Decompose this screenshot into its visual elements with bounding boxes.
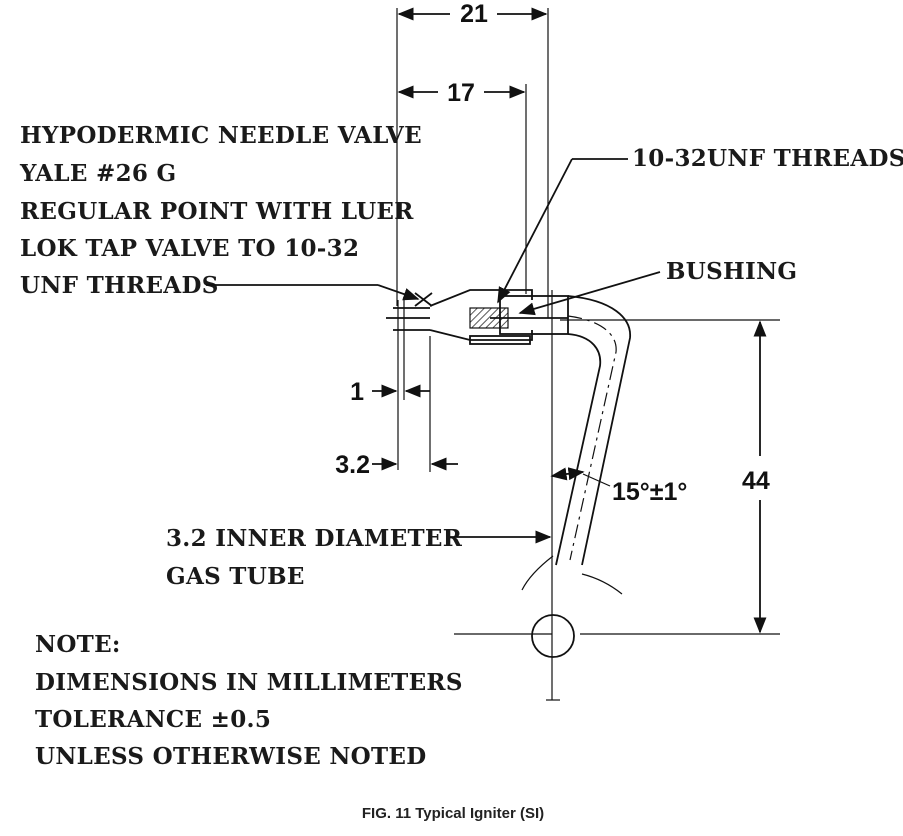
gas-tube-line-1: 3.2 INNER DIAMETER	[166, 525, 463, 552]
gas-tube-callout: 3.2 INNER DIAMETER GAS TUBE	[166, 525, 552, 590]
dimension-44-label: 44	[742, 467, 770, 495]
figure-caption: FIG. 11 Typical Igniter (SI)	[362, 805, 544, 822]
note-line-1: DIMENSIONS IN MILLIMETERS	[35, 669, 463, 696]
needle-valve-line-5: UNF THREADS	[20, 272, 219, 299]
dimension-44: 44	[742, 320, 770, 634]
needle-valve-callout: HYPODERMIC NEEDLE VALVE YALE #26 G REGUL…	[19, 122, 422, 301]
threads-callout: 10-32UNF THREADS	[497, 145, 903, 304]
dimension-21: 21	[396, 0, 549, 318]
centerline	[454, 290, 780, 701]
dimension-1-label: 1	[350, 378, 364, 406]
needle-valve-line-1: HYPODERMIC NEEDLE VALVE	[20, 122, 422, 149]
dimension-17-label: 17	[447, 79, 475, 107]
needle-valve-line-3: REGULAR POINT WITH LUER	[20, 198, 414, 225]
angle-dimension: 15°±1°	[550, 467, 687, 506]
angle-label: 15°±1°	[612, 478, 687, 506]
note-line-2: TOLERANCE ±0.5	[35, 706, 271, 733]
igniter-tip-circle	[531, 614, 575, 658]
note-block: NOTE: DIMENSIONS IN MILLIMETERS TOLERANC…	[35, 631, 463, 770]
dimension-3-2: 3.2	[335, 336, 458, 479]
dimension-1: 1	[350, 336, 430, 470]
note-heading: NOTE:	[35, 631, 121, 658]
bushing-label: BUSHING	[666, 258, 797, 285]
note-line-3: UNLESS OTHERWISE NOTED	[35, 743, 427, 770]
needle-valve-line-2: YALE #26 G	[19, 160, 176, 187]
dimension-17: 17	[397, 79, 527, 294]
threads-label: 10-32UNF THREADS	[632, 145, 903, 172]
dimension-21-label: 21	[460, 0, 488, 28]
gas-tube-line-2: GAS TUBE	[166, 563, 305, 590]
needle-valve-line-4: LOK TAP VALVE TO 10-32	[20, 235, 359, 262]
bushing-callout: BUSHING	[518, 258, 797, 316]
dimension-3-2-label: 3.2	[335, 451, 370, 479]
gas-tube	[521, 295, 631, 595]
needle-valve-fitting	[386, 289, 569, 345]
